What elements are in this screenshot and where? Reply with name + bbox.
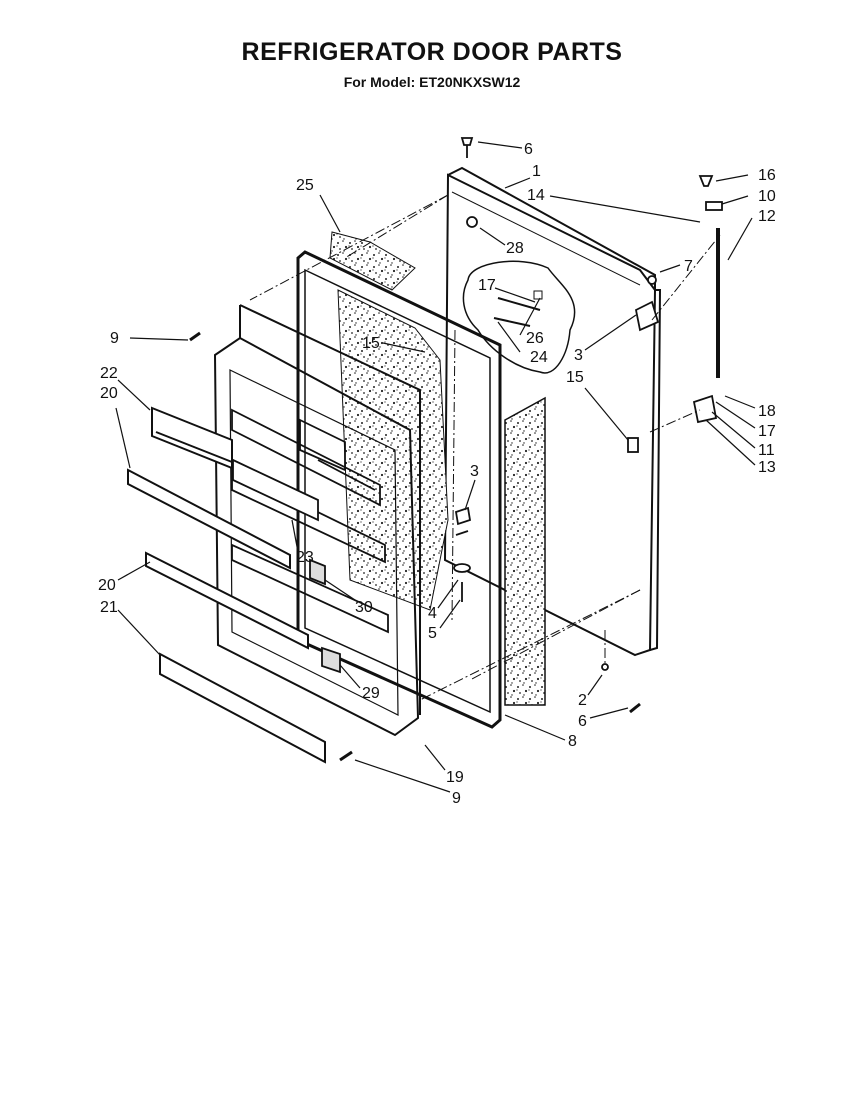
page-title: REFRIGERATOR DOOR PARTS [241,38,623,66]
callout-28: 28 [506,240,524,257]
screws [189,137,657,762]
callout-7: 7 [684,258,693,275]
hinge-bracket [627,175,723,453]
callout-20-top: 20 [100,385,118,402]
callout-labels: 6 1 14 16 10 12 7 28 17 26 24 3 15 25 15… [98,141,776,807]
callout-11: 11 [758,442,775,459]
hinge-cutout [462,260,576,374]
callout-12: 12 [758,208,776,225]
door-bin [232,458,341,674]
callout-23: 23 [296,549,314,566]
callout-14: 14 [527,187,545,204]
callout-3-center: 3 [470,463,479,480]
alignment-lines [249,194,721,701]
callout-9-bottom: 9 [452,790,461,807]
callout-25: 25 [296,177,314,194]
callout-30: 30 [355,599,373,616]
callout-1: 1 [532,163,541,180]
callout-3-right: 3 [574,347,583,364]
callout-24: 24 [530,349,548,366]
callout-5: 5 [428,625,437,642]
leader-lines [115,141,756,793]
callout-9-top: 9 [110,330,119,347]
callout-29: 29 [362,685,380,702]
callout-19: 19 [446,769,464,786]
door-shelf-rails [127,406,326,764]
callout-18: 18 [758,403,776,420]
outer-door-panel [443,166,662,657]
model-subtitle: For Model: ET20NKXSW12 [343,74,521,90]
callout-15-left: 15 [362,335,380,352]
callout-2: 2 [578,692,587,709]
insulation-foam-strip [504,396,546,706]
callout-13: 13 [758,459,776,476]
insulation-foam-pad [329,231,416,291]
callout-26: 26 [526,330,544,347]
callout-21: 21 [100,599,118,616]
callout-4: 4 [428,605,437,622]
callout-8: 8 [568,733,577,750]
callout-17-right: 17 [758,423,776,440]
callout-17-cutout: 17 [478,277,496,294]
callout-22: 22 [100,365,118,382]
callout-16: 16 [758,167,776,184]
callout-20-bottom: 20 [98,577,116,594]
liner-shelves [231,408,389,634]
callout-15-right: 15 [566,369,584,386]
callout-6-bottom: 6 [578,713,587,730]
callout-10: 10 [758,188,776,205]
callout-6-top: 6 [524,141,533,158]
